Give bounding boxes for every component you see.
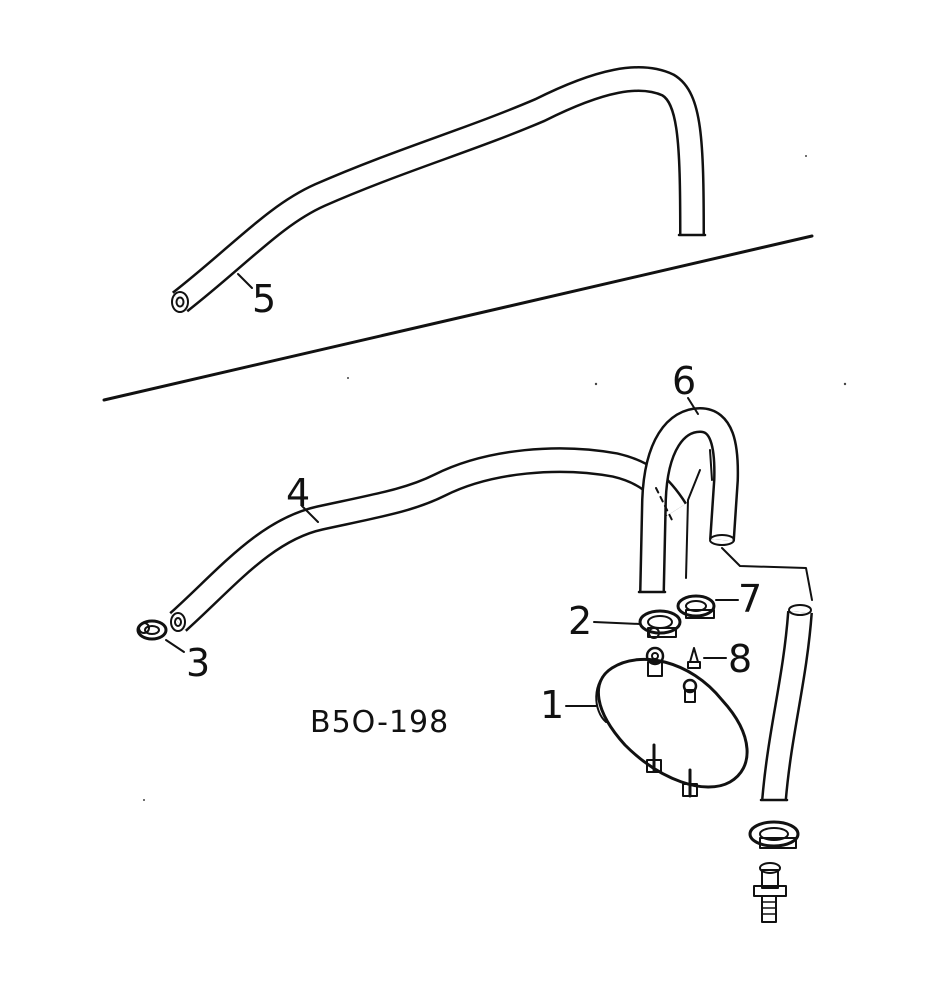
hidden-hose-dashed <box>655 487 673 521</box>
callout-part-8: 8 <box>728 637 752 681</box>
callout-part-2: 2 <box>568 599 592 643</box>
callout-part-4: 4 <box>286 471 310 515</box>
hose-part-6 <box>637 407 740 594</box>
hose-fitting-lower <box>753 862 787 923</box>
leader-part-4 <box>301 505 319 523</box>
section-divider-line <box>102 234 814 402</box>
figure-code: B5O-198 <box>310 705 449 740</box>
leader-part-2 <box>593 621 641 625</box>
scan-speck <box>143 799 145 801</box>
hose-end-opening <box>171 291 189 313</box>
scan-speck <box>843 382 847 386</box>
hose-clamp-lower <box>748 820 800 849</box>
callout-part-7: 7 <box>738 577 762 621</box>
hose-end-opening <box>170 612 186 632</box>
hose-part-5 <box>171 66 707 313</box>
hose-clamp-part-3 <box>136 619 168 641</box>
hose-clamp-part-7 <box>676 594 716 619</box>
callout-part-1: 1 <box>540 683 564 727</box>
callout-part-5: 5 <box>252 277 276 321</box>
callout-part-6: 6 <box>672 359 696 403</box>
hose-clamp-part-2 <box>638 609 682 639</box>
scan-speck <box>805 155 807 157</box>
connector-line <box>721 547 813 601</box>
scan-speck <box>347 377 349 379</box>
leader-part-3 <box>165 639 185 653</box>
reservoir-tank-part-1 <box>595 646 749 798</box>
callout-part-3: 3 <box>186 641 210 685</box>
hose-part-4 <box>169 447 687 632</box>
leader-part-6 <box>687 397 699 415</box>
scan-speck <box>594 382 598 386</box>
leader-part-5 <box>237 273 253 289</box>
hose-short-right <box>759 604 813 802</box>
nipple-part-8 <box>687 647 701 669</box>
